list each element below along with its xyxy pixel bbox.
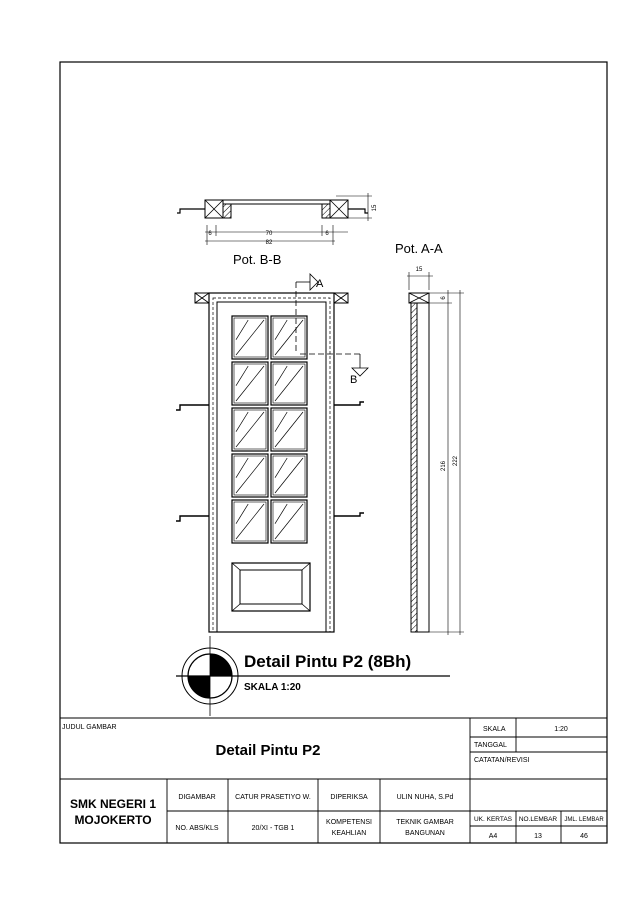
sheet-border [59, 61, 608, 844]
bb-dim-left: 6 [208, 231, 212, 237]
no-lembar-value: 13 [534, 833, 542, 840]
bb-dim-total: 82 [266, 240, 273, 246]
glass-reflection-line [274, 319, 304, 356]
section-bb-drawing [177, 193, 372, 245]
glass-reflection-line [274, 319, 288, 340]
title-block-lines [60, 717, 607, 843]
glass-pane [270, 315, 308, 360]
diperiksa-value: ULIN NUHA, S.Pd [397, 794, 454, 801]
uk-kertas-value: A4 [489, 833, 498, 840]
section-aa-drawing [407, 272, 464, 635]
aa-dim-width: 15 [416, 267, 423, 273]
diperiksa-label: DIPERIKSA [330, 794, 368, 801]
glass-reflection-line [274, 411, 288, 432]
glass-pane [270, 499, 308, 544]
glass-reflection-line [235, 411, 265, 448]
north-symbol [176, 636, 450, 716]
aa-dim-inner-height: 216 [441, 460, 447, 471]
glass-reflection-line [235, 365, 265, 402]
skala-value: 1:20 [554, 726, 568, 733]
glass-reflection-line [274, 503, 304, 540]
glass-pane-bead [233, 455, 267, 496]
keahlian-line1: TEKNIK GAMBAR [396, 819, 454, 826]
glass-pane-bead [272, 409, 306, 450]
glass-panes [231, 315, 308, 544]
glass-pane [270, 453, 308, 498]
school-name-line1: SMK NEGERI 1 [70, 797, 156, 811]
catatan-label: CATATAN/REVISI [474, 757, 530, 764]
kompetensi-line2: KEAHLIAN [332, 830, 367, 837]
no-lembar-label: NO.LEMBAR [519, 816, 558, 823]
section-bb-title: Pot. B-B [233, 252, 281, 267]
glass-pane-bead [233, 317, 267, 358]
glass-pane [231, 361, 269, 406]
glass-pane-bead [233, 363, 267, 404]
glass-pane [231, 453, 269, 498]
kompetensi-line1: KOMPETENSI [326, 819, 372, 826]
detail-title: Detail Pintu P2 (8Bh) [244, 652, 411, 671]
door-elevation [176, 273, 369, 633]
glass-reflection-line [274, 457, 304, 494]
glass-pane-bead [272, 501, 306, 542]
glass-pane-bead [233, 501, 267, 542]
jml-lembar-label: JML. LEMBAR [564, 817, 604, 823]
glass-reflection-line [235, 319, 249, 340]
jml-lembar-value: 46 [580, 833, 588, 840]
glass-pane [231, 499, 269, 544]
glass-pane [270, 361, 308, 406]
glass-reflection-line [235, 411, 249, 432]
abs-value: 20/XI - TGB 1 [252, 825, 295, 832]
glass-reflection-line [235, 365, 249, 386]
glass-pane-bead [233, 409, 267, 450]
glass-reflection-line [235, 457, 265, 494]
abs-label: NO. ABS/KLS [175, 825, 219, 832]
skala-label: SKALA [483, 726, 506, 733]
glass-reflection-line [274, 365, 288, 386]
tanggal-label: TANGGAL [474, 742, 507, 749]
cut-marker-a: A [316, 278, 324, 290]
glass-pane-bead [272, 363, 306, 404]
glass-pane-bead [272, 455, 306, 496]
aa-dim-total-height: 222 [453, 455, 459, 466]
glass-pane [231, 407, 269, 452]
glass-reflection-line [235, 503, 265, 540]
glass-reflection-line [274, 365, 304, 402]
uk-kertas-label: UK. KERTAS [474, 816, 513, 823]
cut-marker-b: B [350, 374, 357, 386]
glass-reflection-line [274, 411, 304, 448]
glass-reflection-line [274, 503, 288, 524]
bb-dim-right: 6 [325, 231, 329, 237]
glass-pane [270, 407, 308, 452]
glass-reflection-line [274, 457, 288, 478]
glass-pane [231, 315, 269, 360]
section-aa-title: Pot. A-A [395, 241, 443, 256]
detail-scale: SKALA 1:20 [244, 682, 301, 693]
glass-reflection-line [235, 457, 249, 478]
digambar-label: DIGAMBAR [178, 794, 215, 801]
keahlian-line2: BANGUNAN [405, 830, 445, 837]
school-name-line2: MOJOKERTO [74, 813, 151, 827]
judul-label: JUDUL GAMBAR [62, 724, 117, 731]
glass-reflection-line [235, 319, 265, 356]
judul-value: Detail Pintu P2 [215, 742, 320, 759]
digambar-value: CATUR PRASETIYO W. [235, 794, 311, 801]
glass-pane-bead [272, 317, 306, 358]
bb-dim-thickness: 15 [372, 204, 378, 211]
aa-dim-top: 6 [441, 296, 447, 300]
bb-dim-center: 70 [266, 231, 273, 237]
glass-reflection-line [235, 503, 249, 524]
